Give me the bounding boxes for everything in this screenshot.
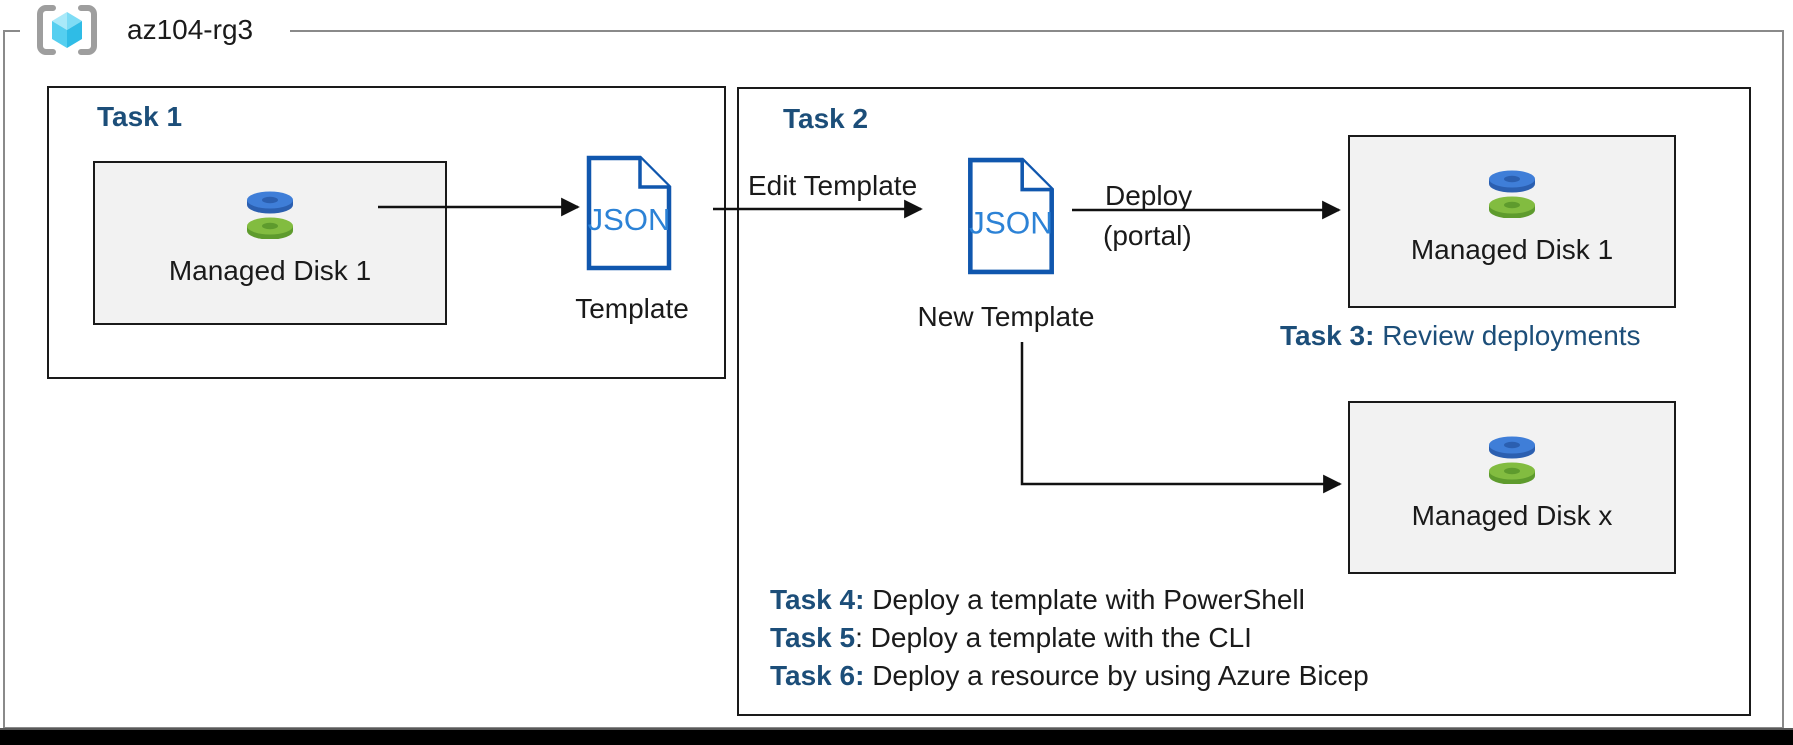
managed-disk-1-label: Managed Disk 1 [168,255,372,286]
resource-group-header: az104-rg3 [20,0,290,60]
task5-text: : Deploy a template with the CLI [855,622,1252,653]
json-doc-text: JSON [588,202,671,237]
task5-line: Task 5: Deploy a template with the CLI [770,619,1369,657]
managed-disk-1-result-label: Managed Disk 1 [1410,234,1614,265]
task3-text: Review deployments [1374,320,1641,351]
edit-template-label: Edit Template [748,170,918,201]
task6-text: Deploy a resource by using Azure Bicep [864,660,1369,691]
deploy-portal-label: (portal) [1103,220,1192,251]
bottom-black-bar [0,728,1793,745]
task6-prefix: Task 6: [770,660,865,691]
managed-disk-x-box: Managed Disk x [1348,401,1676,574]
managed-disk-icon [1489,170,1535,218]
json-doc-text: JSON [969,204,1053,240]
task1-title: Task 1 [97,101,183,132]
managed-disk-1-box-task2: Managed Disk 1 [1348,135,1676,308]
json-template-icon: JSON [586,155,672,271]
new-template-json-icon: JSON [968,157,1054,275]
managed-disk-icon [1489,436,1535,484]
managed-disk-1-box-task1: Managed Disk 1 [93,161,447,325]
task3-prefix: Task 3: [1280,320,1375,351]
task4-line: Task 4: Deploy a template with PowerShel… [770,581,1369,619]
tasks-4-6-list: Task 4: Deploy a template with PowerShel… [770,581,1369,695]
task4-text: Deploy a template with PowerShell [864,584,1305,615]
managed-disk-x-label: Managed Disk x [1411,500,1613,531]
task2-title: Task 2 [783,103,869,134]
task6-line: Task 6: Deploy a resource by using Azure… [770,657,1369,695]
resource-group-name: az104-rg3 [127,14,254,45]
task5-prefix: Task 5 [770,622,856,653]
managed-disk-icon [247,191,293,239]
task3-caption: Task 3: Review deployments [1280,320,1641,352]
deploy-label: Deploy [1105,180,1193,211]
new-template-caption: New Template [917,301,1095,332]
resource-group-icon [37,5,97,55]
task4-prefix: Task 4: [770,584,865,615]
template-caption: Template [575,293,689,324]
